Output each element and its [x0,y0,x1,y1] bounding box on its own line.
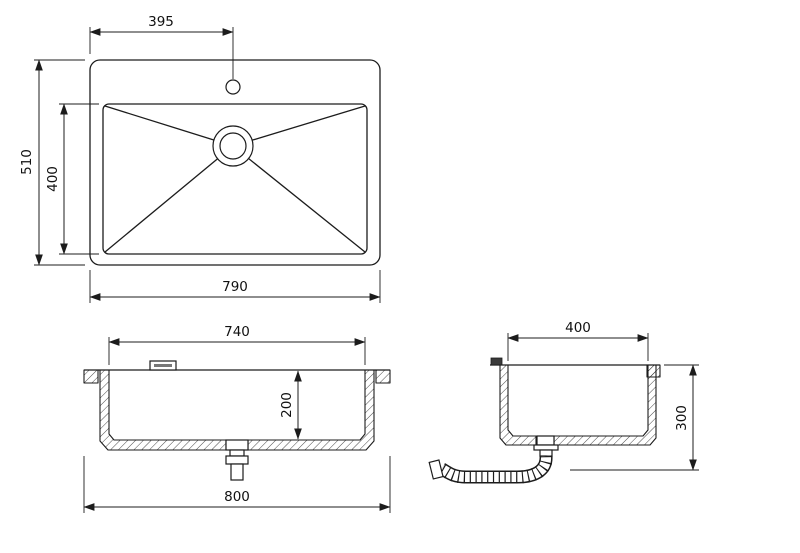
drain-coupling-nut [225,455,249,465]
dim-front-bowl-width: 740 [108,324,366,365]
front-section-view [83,360,391,481]
hose-corrugation-ribs [438,455,553,484]
sink-outer-rim-top [89,59,381,266]
dim-front-overall-width: 800 [83,456,391,513]
dim-top-overall-width: 790 [89,270,381,303]
dim-front-bowl-height: 200 [279,370,302,440]
dim-label-side-overall-height: 300 [674,405,690,431]
bowl-slope-line [232,145,366,253]
dim-label-overall-depth: 510 [19,149,35,175]
bowl-wall-left-section [99,369,227,451]
dim-top-faucet-offset: 395 [89,14,234,79]
drain-inner-circle [219,132,247,160]
bowl-wall-front-section [499,364,537,446]
bowl-slope-line [104,105,234,147]
bowl-wall-right-section [247,369,375,451]
flexible-drain-hose [428,455,553,484]
drain-flange-side [533,444,559,451]
dim-top-overall-depth: 510 [19,59,85,266]
mounting-clip-left [83,369,99,384]
dim-label-front-bowl-width: 740 [224,324,250,340]
drain-neck [229,449,245,457]
dim-label-front-bowl-height: 200 [279,392,295,418]
hose-end-fitting [428,459,444,480]
side-section-view [428,357,661,484]
sink-bowl-edge-top [102,103,368,255]
drain-tailpipe [230,463,244,481]
mounting-clip-right [375,369,391,384]
bowl-slope-line [104,145,234,253]
dim-side-overall-height: 300 [570,364,699,471]
dim-label-side-bowl-width: 400 [565,320,591,336]
drain-neck-side [539,449,553,457]
bowl-wall-back-section [553,364,657,446]
drain-strainer-side [536,435,555,446]
dim-label-bowl-depth: 400 [45,166,61,192]
dim-label-faucet-offset: 395 [148,14,174,30]
faucet-hole [225,79,241,95]
dim-label-front-overall-width: 800 [224,489,250,505]
bowl-slope-line [232,105,366,147]
dim-top-bowl-depth: 400 [45,103,99,255]
top-view [89,59,381,266]
drain-strainer-section [225,439,249,451]
dim-side-bowl-width: 400 [507,320,649,361]
mounting-clip-side-front [490,357,503,366]
dim-label-overall-width: 790 [222,279,248,295]
